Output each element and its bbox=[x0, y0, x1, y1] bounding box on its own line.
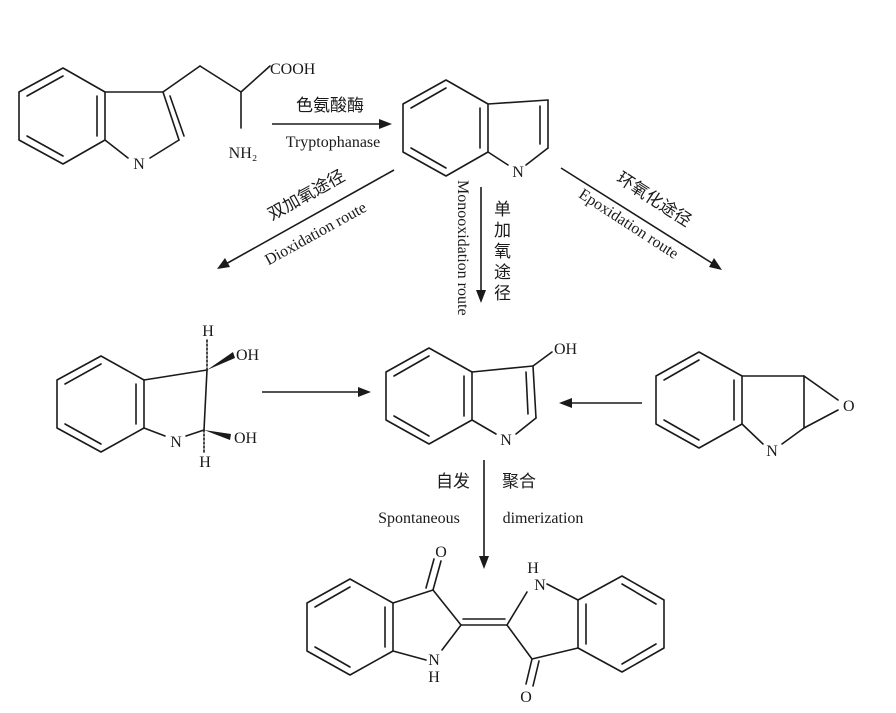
tryptophanase-en-label: Tryptophanase bbox=[286, 134, 381, 151]
indole-structure: N bbox=[402, 79, 549, 181]
epoxidation-arrow: 环氧化途径 Epoxidation route bbox=[560, 167, 722, 270]
indigo-right-nitrogen-label: N bbox=[534, 577, 546, 594]
epoxide-oxygen-label: O bbox=[843, 398, 855, 415]
dimerization-en-label: dimerization bbox=[503, 510, 584, 527]
tryptophanase-cn-label: 色氨酸酶 bbox=[296, 96, 364, 116]
diol-to-indoxyl-arrow bbox=[262, 387, 371, 397]
indole-nitrogen-label: N bbox=[133, 156, 145, 173]
monooxidation-cn-label: 单加氧途径 bbox=[490, 200, 511, 305]
dioxidation-arrow: 双加氧途径 Dioxidation route bbox=[217, 166, 395, 269]
indigo-left-nitrogen-label: N bbox=[428, 652, 440, 669]
tryptophanase-arrow: 色氨酸酶 Tryptophanase bbox=[272, 96, 392, 151]
dimerization-cn-label: 聚合 bbox=[502, 472, 536, 492]
carboxyl-label: COOH bbox=[270, 61, 316, 78]
hydroxyl-top-label: OH bbox=[236, 347, 260, 364]
amine-label: NH₂ bbox=[229, 145, 258, 162]
indole-epoxide-structure: N O bbox=[655, 351, 855, 460]
hydroxyl-bottom-label: OH bbox=[234, 430, 258, 447]
indole-nitrogen-label: N bbox=[766, 443, 778, 460]
dimerization-arrow: 自发 聚合 Spontaneous dimerization bbox=[378, 460, 583, 569]
indoxyl-structure: N OH bbox=[385, 341, 578, 449]
epoxide-to-indoxyl-arrow bbox=[559, 398, 642, 408]
indigo-right-oxygen-label: O bbox=[520, 689, 532, 706]
indigo-left-oxygen-label: O bbox=[435, 544, 447, 561]
monooxidation-en-label: Monooxidation route bbox=[454, 180, 471, 316]
spontaneous-cn-label: 自发 bbox=[436, 472, 470, 492]
spontaneous-en-label: Spontaneous bbox=[378, 510, 460, 527]
monooxidation-arrow: Monooxidation route 单加氧途径 bbox=[454, 180, 511, 316]
indigo-right-hydrogen-label: H bbox=[527, 560, 539, 577]
indole-nitrogen-label: N bbox=[500, 432, 512, 449]
hydroxyl-label: OH bbox=[554, 341, 578, 358]
indigo-structure: N H O H N O bbox=[306, 544, 665, 706]
tryptophan-structure: N NH₂ COOH bbox=[18, 61, 316, 173]
indole-nitrogen-label: N bbox=[512, 164, 524, 181]
indole-nitrogen-label: N bbox=[170, 434, 182, 451]
indole-diol-structure: N H OH OH H bbox=[56, 323, 260, 471]
hydrogen-bottom-label: H bbox=[199, 454, 211, 471]
hydrogen-top-label: H bbox=[202, 323, 214, 340]
indigo-left-hydrogen-label: H bbox=[428, 669, 440, 686]
